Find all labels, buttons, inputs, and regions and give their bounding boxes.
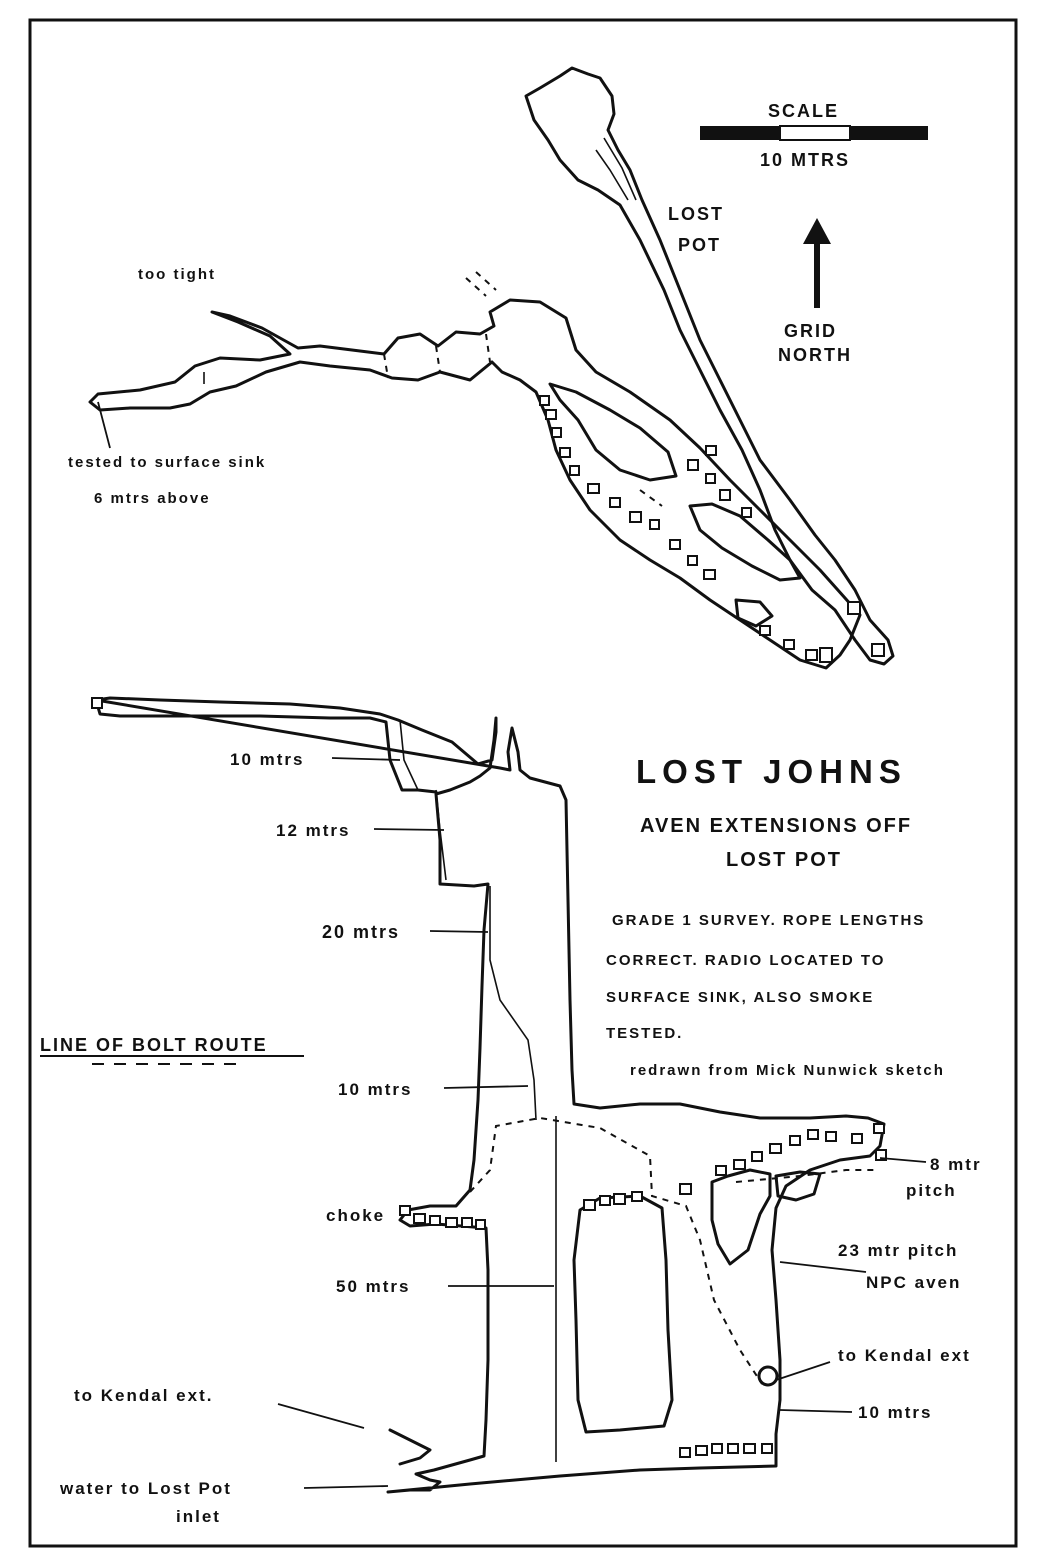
choke-label: choke xyxy=(326,1206,385,1225)
plan-island xyxy=(548,382,678,482)
pitch-10-bottom: 10 mtrs xyxy=(858,1403,932,1422)
plan-view xyxy=(88,66,895,670)
pitch-8-label-1: 8 mtr xyxy=(930,1155,982,1174)
north-label-2: NORTH xyxy=(778,345,852,365)
plan-boulders xyxy=(539,395,885,663)
too-tight-label: too tight xyxy=(138,266,216,283)
main-chamber xyxy=(88,298,862,670)
water-label-1: water to Lost Pot xyxy=(59,1479,232,1498)
pitch-20: 20 mtrs xyxy=(322,922,400,942)
pitch-8-label-2: pitch xyxy=(906,1181,957,1200)
north-arrow-icon xyxy=(803,218,831,308)
credit-line: redrawn from Mick Nunwick sketch xyxy=(630,1062,945,1079)
pitch-23-label-2: NPC aven xyxy=(866,1273,961,1292)
survey-note-4: TESTED. xyxy=(606,1025,683,1042)
tested-label-1: tested to surface sink xyxy=(68,454,266,471)
tested-label-2: 6 mtrs above xyxy=(94,490,211,507)
survey-note-1: GRADE 1 SURVEY. ROPE LENGTHS xyxy=(612,912,925,929)
map-subtitle-2: LOST POT xyxy=(726,849,842,871)
map-title: LOST JOHNS xyxy=(636,753,907,790)
leader-lines xyxy=(277,757,927,1489)
survey-note-2: CORRECT. RADIO LOCATED TO xyxy=(606,952,885,969)
pitch-50: 50 mtrs xyxy=(336,1277,410,1296)
scale-bar xyxy=(700,125,928,141)
pitch-10-mid: 10 mtrs xyxy=(338,1080,412,1099)
central-pillar xyxy=(572,1194,674,1434)
plan-island xyxy=(688,502,802,582)
pitch-12: 12 mtrs xyxy=(276,821,350,840)
section-boulders xyxy=(91,697,887,1458)
scale-label: 10 MTRS xyxy=(760,150,850,170)
kendal-loop-icon xyxy=(757,1365,779,1387)
section-outline xyxy=(94,696,886,1494)
plan-island xyxy=(734,598,774,628)
lost-pot-passage xyxy=(524,66,895,666)
section-view xyxy=(91,696,887,1494)
bolt-route xyxy=(469,1116,763,1385)
lost-pot-label-1: LOST xyxy=(668,204,724,224)
map-subtitle-1: AVEN EXTENSIONS OFF xyxy=(640,815,912,837)
lost-pot-streamway xyxy=(595,149,629,201)
survey-note-3: SURFACE SINK, ALSO SMOKE xyxy=(606,989,874,1006)
scale-title: SCALE xyxy=(768,101,839,121)
lost-pot-label-2: POT xyxy=(678,235,721,255)
kendal-left-label: to Kendal ext. xyxy=(74,1386,213,1405)
kendal-right-label: to Kendal ext xyxy=(838,1346,971,1365)
water-label-2: inlet xyxy=(176,1507,221,1526)
legend-label: LINE OF BOLT ROUTE xyxy=(40,1035,268,1055)
pitch-23-label-1: 23 mtr pitch xyxy=(838,1241,958,1260)
pitch-10-top: 10 mtrs xyxy=(230,750,304,769)
page-frame xyxy=(28,18,1018,1548)
north-label-1: GRID xyxy=(784,321,837,341)
right-island xyxy=(774,1170,822,1202)
